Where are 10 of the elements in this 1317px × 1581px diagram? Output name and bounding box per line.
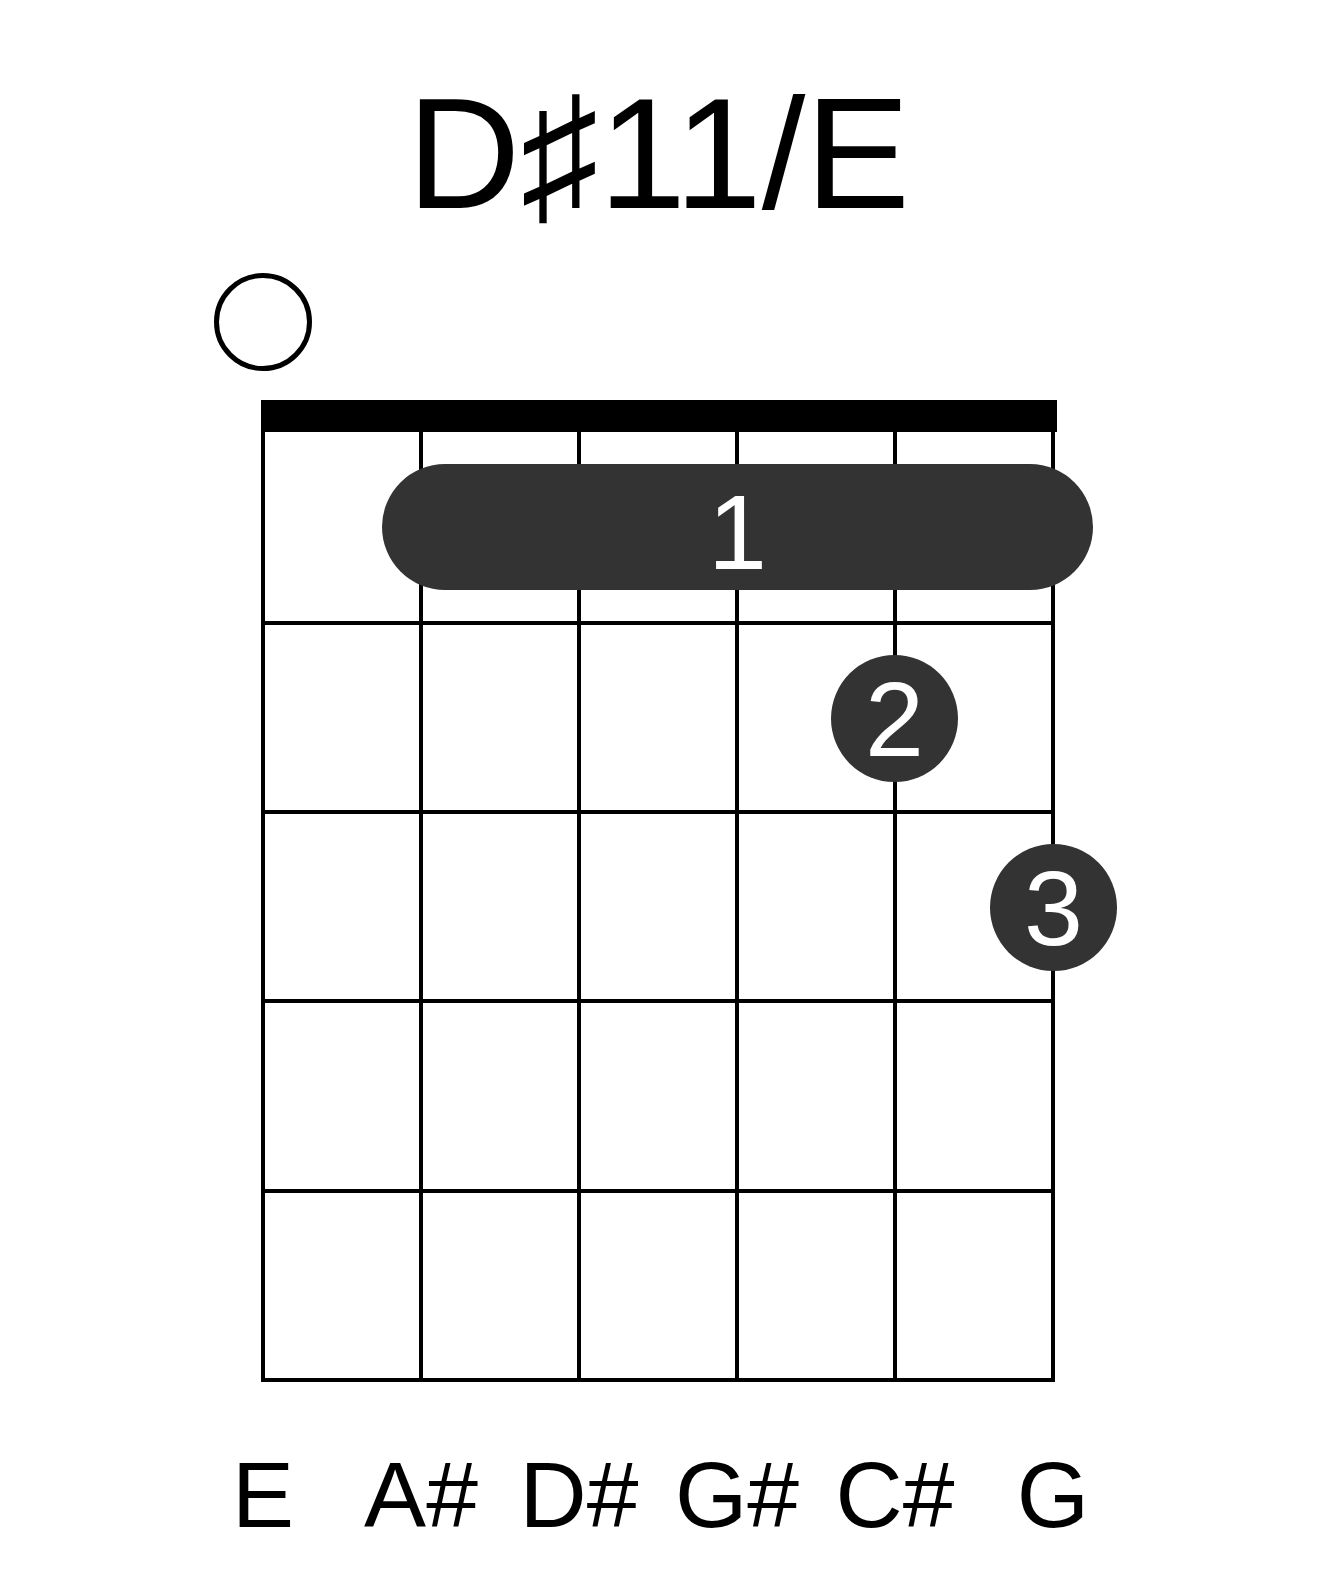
string-note-label: C#	[835, 1449, 955, 1542]
finger-number: 3	[1024, 854, 1083, 961]
string-note-label: E	[232, 1449, 294, 1542]
string-note-label: D#	[519, 1449, 639, 1542]
finger-number: 1	[708, 472, 767, 585]
string-note-label: A#	[364, 1449, 478, 1542]
string-note-label: G#	[674, 1449, 800, 1542]
chord-title: D♯11/E	[406, 75, 911, 232]
finger-number: 2	[865, 665, 924, 772]
string-note-label: G	[1016, 1449, 1090, 1542]
